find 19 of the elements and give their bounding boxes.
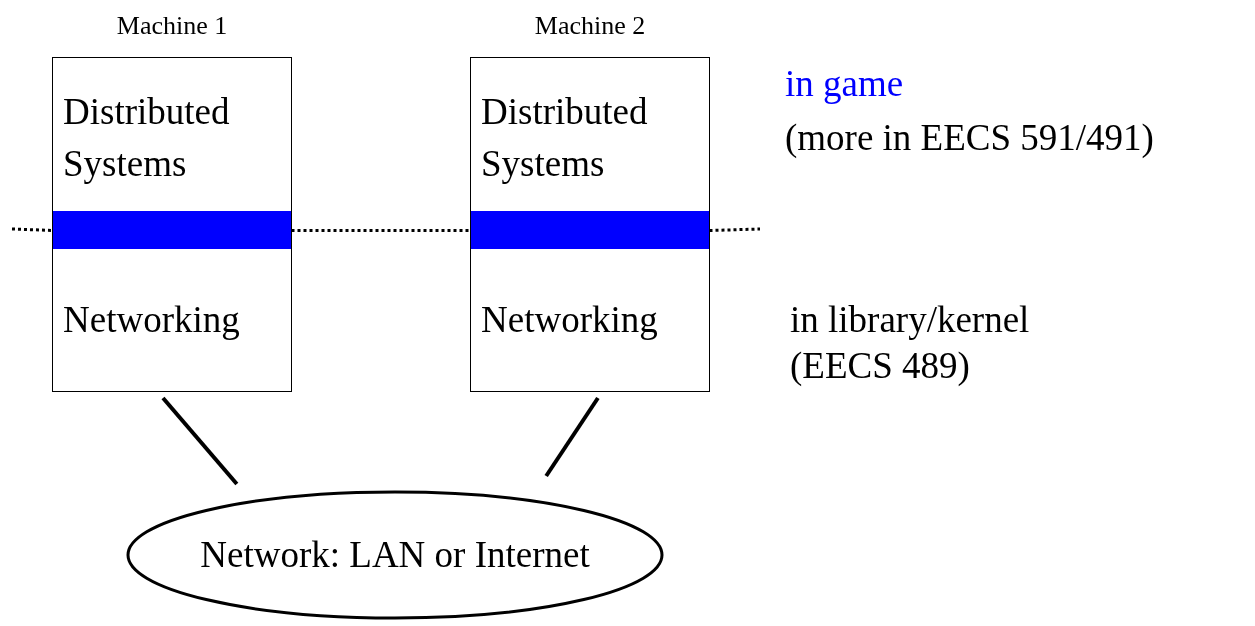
annotation-text: (EECS 489) xyxy=(790,344,970,388)
connector-line xyxy=(544,396,600,478)
network-ellipse xyxy=(126,490,664,620)
annotation-text: in game xyxy=(785,62,904,106)
network-label: Network: LAN or Internet xyxy=(200,533,590,578)
dotted-line xyxy=(709,227,761,232)
machine-label: Machine 1 xyxy=(115,10,229,42)
interface-bar xyxy=(53,211,291,249)
layer-label: Networking xyxy=(481,298,658,342)
dotted-line xyxy=(11,227,54,232)
machine-label: Machine 2 xyxy=(533,10,647,42)
annotation-text: (more in EECS 591/491) xyxy=(785,116,1154,160)
layer-label: Networking xyxy=(63,298,240,342)
dotted-line xyxy=(291,229,472,232)
layer-label: Distributed Systems xyxy=(63,90,231,186)
annotation-text: in library/kernel xyxy=(790,298,1030,342)
layer-label: Distributed Systems xyxy=(481,90,649,186)
interface-bar xyxy=(471,211,709,249)
connector-line xyxy=(161,396,239,486)
